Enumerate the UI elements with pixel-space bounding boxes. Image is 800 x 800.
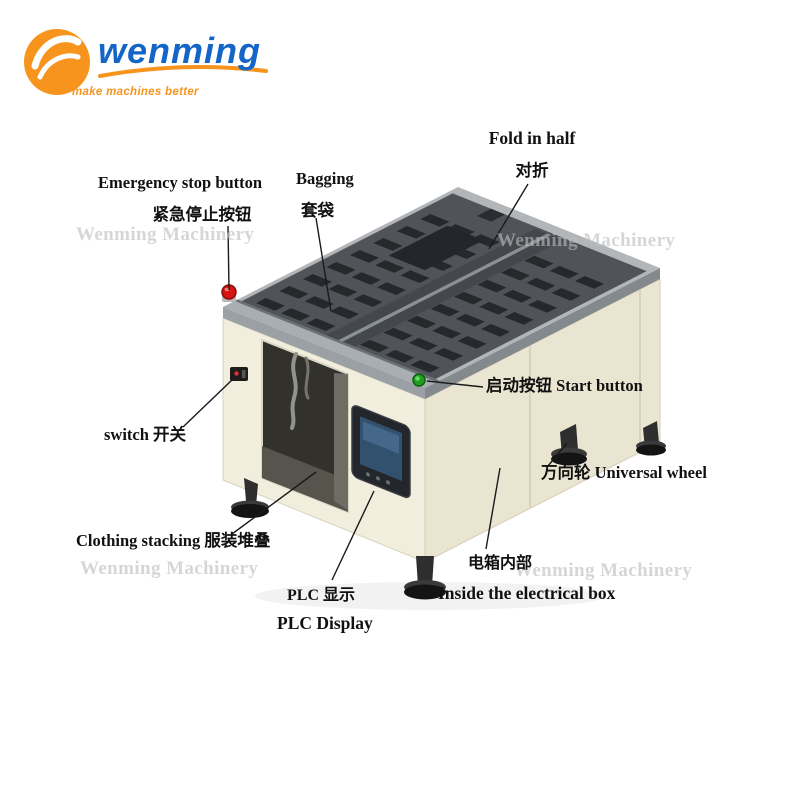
leader-wheel bbox=[547, 442, 568, 467]
watermark: Wenming Machinery bbox=[76, 224, 255, 245]
leader-bagging bbox=[315, 217, 332, 312]
cavity-right-wall bbox=[334, 373, 348, 510]
watermark: Wenming Machinery bbox=[514, 560, 693, 581]
folding-deck bbox=[223, 187, 660, 388]
brand-tagline: make machines better bbox=[72, 86, 199, 98]
clothing-stacking-cavity bbox=[261, 338, 349, 514]
power-switch bbox=[230, 367, 248, 381]
label-electrical-box-en: Inside the electrical box bbox=[438, 583, 616, 603]
label-switch: switch 开关 bbox=[104, 425, 187, 444]
leader-emergency-stop bbox=[227, 225, 230, 291]
center-belt-rail bbox=[335, 233, 552, 344]
logo-underline-swoosh bbox=[98, 65, 268, 78]
label-electrical-box-zh: 电箱内部 bbox=[468, 555, 533, 572]
brand-name: wenming bbox=[98, 30, 262, 71]
leader-plc bbox=[331, 490, 375, 581]
deck-right-band bbox=[425, 268, 660, 399]
label-bagging-zh: 套袋 bbox=[301, 201, 334, 220]
logo-swoosh-icon bbox=[37, 53, 81, 80]
caster-front-center bbox=[404, 556, 446, 600]
cavity-floor bbox=[262, 446, 348, 512]
watermark: Wenming Machinery bbox=[497, 230, 676, 251]
folding-blade bbox=[223, 300, 437, 388]
label-fold-in-half-en: Fold in half bbox=[488, 128, 576, 148]
wenming-logo: wenming make machines better bbox=[20, 14, 300, 110]
leader-lines bbox=[182, 183, 568, 581]
hose bbox=[304, 356, 310, 400]
leader-switch bbox=[182, 378, 234, 428]
label-emergency-stop-en: Emergency stop button bbox=[98, 173, 263, 192]
label-universal-wheel: 万向轮 Universal wheel bbox=[541, 463, 707, 482]
logo-swoosh-icon bbox=[31, 35, 82, 70]
leader-stacking bbox=[231, 471, 317, 535]
leader-start bbox=[426, 380, 484, 388]
logo-graphic bbox=[24, 29, 268, 95]
label-fold-in-half-zh: 对折 bbox=[515, 161, 549, 180]
label-emergency-stop-zh: 紧急停止按钮 bbox=[152, 205, 252, 224]
label-start-button: 启动按钮 Start button bbox=[486, 376, 643, 395]
watermark: Wenming Machinery bbox=[80, 558, 259, 579]
deck-rear-box bbox=[476, 208, 506, 222]
leader-fold bbox=[488, 183, 529, 250]
label-clothing-stacking: Clothing stacking 服装堆叠 bbox=[76, 531, 271, 550]
deck-mechanism bbox=[388, 225, 484, 271]
caster-far-right bbox=[636, 421, 666, 456]
hose bbox=[290, 352, 298, 430]
label-plc-display-en: PLC Display bbox=[277, 613, 373, 633]
start-button bbox=[412, 373, 426, 387]
label-bagging-en: Bagging bbox=[296, 169, 354, 188]
plc-display-panel bbox=[351, 405, 411, 499]
deck-front-band bbox=[223, 307, 425, 399]
leader-ebox bbox=[485, 467, 501, 550]
label-plc-display-zh: PLC 显示 bbox=[287, 587, 356, 604]
